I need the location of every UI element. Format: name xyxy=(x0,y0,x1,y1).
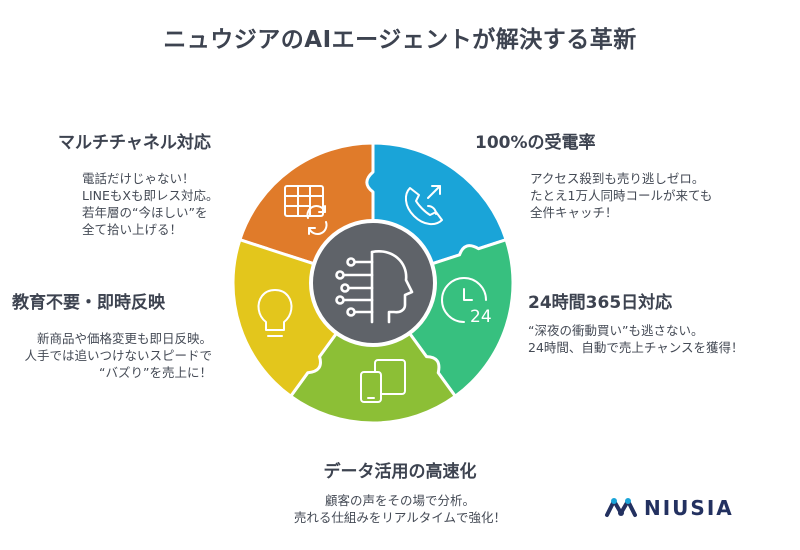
desc-line: 新商品や価格変更も即日反映。 xyxy=(36,331,212,346)
desc-line: “バズり”を売上に！ xyxy=(99,365,212,380)
ai-head-icon xyxy=(335,250,414,324)
logo-text: NIUSIA xyxy=(644,496,734,520)
devices-icon xyxy=(360,359,406,403)
desc-line: 売れる仕組みをリアルタイムで強化！ xyxy=(293,510,507,525)
heading-data-use: データ活用の高速化 xyxy=(323,462,477,482)
desc-line: 全て拾い上げる！ xyxy=(82,222,183,237)
desc-line: 全件キャッチ！ xyxy=(530,205,618,220)
desc-no-training: 新商品や価格変更も即日反映。 人手では追いつけないスピードで “バズり”を売上に… xyxy=(24,330,212,381)
heading-no-training: 教育不要・即時反映 xyxy=(12,293,165,313)
heading-answer-rate: 100%の受電率 xyxy=(475,133,596,153)
phone-call-icon xyxy=(404,185,443,226)
svg-text:24: 24 xyxy=(470,307,492,327)
desc-line: “深夜の衝動買い”も逃さない。 xyxy=(528,323,704,338)
heading-24-365: 24時間365日対応 xyxy=(528,293,673,313)
desc-line: LINEもXも即レス対応。 xyxy=(82,188,219,203)
brand-logo: NIUSIA xyxy=(604,495,734,521)
lightbulb-icon xyxy=(257,289,293,337)
desc-24-365: “深夜の衝動買い”も逃さない。 24時間、自動で売上チャンスを獲得！ xyxy=(528,322,744,356)
table-refresh-icon xyxy=(284,185,328,235)
desc-line: 電話だけじゃない！ xyxy=(82,171,195,186)
desc-line: 若年層の“今ほしい”を xyxy=(82,205,208,220)
desc-line: 人手では追いつけないスピードで xyxy=(24,348,212,363)
desc-data-use: 顧客の声をその場で分析。 売れる仕組みをリアルタイムで強化！ xyxy=(0,492,800,526)
desc-line: 顧客の声をその場で分析。 xyxy=(324,493,475,508)
clock-24-icon: 24 xyxy=(441,277,492,327)
page-title: ニュウジアのAIエージェントが解決する革新 xyxy=(163,27,637,53)
desc-line: アクセス殺到も売り逃しゼロ。 xyxy=(530,171,705,186)
niusia-logo-icon xyxy=(605,498,637,517)
desc-multichannel: 電話だけじゃない！ LINEもXも即レス対応。 若年層の“今ほしい”を 全て拾い… xyxy=(82,170,218,238)
desc-answer-rate: アクセス殺到も売り逃しゼロ。 たとえ1万人同時コールが来ても 全件キャッチ！ xyxy=(530,170,712,221)
heading-multichannel: マルチチャネル対応 xyxy=(58,133,211,153)
desc-line: たとえ1万人同時コールが来ても xyxy=(530,188,713,203)
desc-line: 24時間、自動で売上チャンスを獲得！ xyxy=(528,340,744,355)
